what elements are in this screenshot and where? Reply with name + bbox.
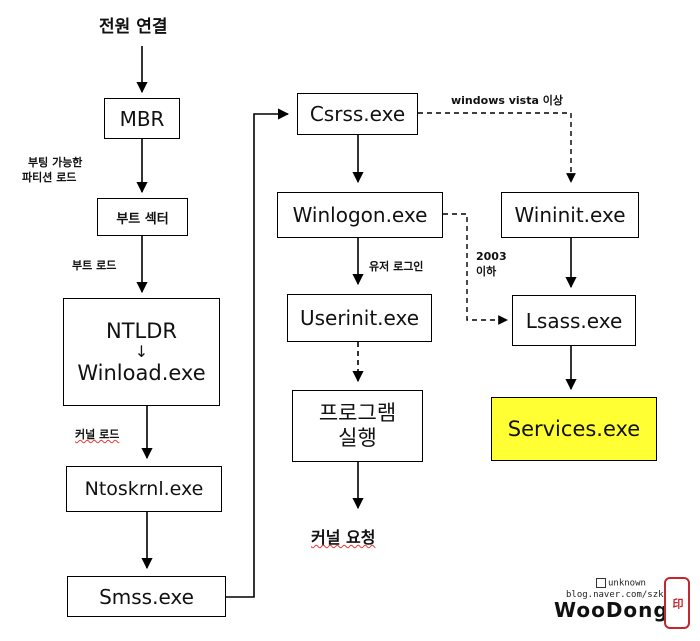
lsass-label: Lsass.exe bbox=[525, 308, 623, 333]
program-run-line2: 실행 bbox=[338, 426, 377, 450]
winload-label: Winload.exe bbox=[77, 361, 206, 386]
ntoskrnl-label: Ntoskrnl.exe bbox=[84, 478, 204, 500]
watermark-url: blog.naver.com/szk bbox=[566, 590, 664, 600]
csrss-label: Csrss.exe bbox=[309, 102, 406, 126]
vista-or-later-label: windows vista 이상 bbox=[451, 94, 563, 107]
arrow-winlogon-to-lsass bbox=[443, 213, 508, 325]
user-login-label: 유저 로그인 bbox=[369, 260, 424, 273]
watermark-stamp-icon: 印 bbox=[664, 577, 690, 629]
ntldr-label: NTLDR bbox=[106, 318, 177, 343]
boot-sector-label: 부트 섹터 bbox=[116, 211, 169, 227]
winlogon-box: Winlogon.exe bbox=[277, 192, 443, 238]
bootable-partition-line1: 부팅 가능한 bbox=[28, 156, 83, 169]
watermark-tag-icon bbox=[596, 578, 606, 588]
xp2003-line1: 2003 bbox=[476, 250, 507, 263]
mbr-box: MBR bbox=[104, 98, 180, 139]
power-on-title: 전원 연결 bbox=[99, 17, 168, 37]
kernel-request-text: 커널 요청 bbox=[311, 528, 376, 547]
boot-load-label: 부트 로드 bbox=[72, 259, 117, 272]
bootable-partition-label: 부팅 가능한 파티션 로드 bbox=[22, 156, 82, 186]
watermark-tag: unknown bbox=[596, 578, 646, 589]
winlogon-label: Winlogon.exe bbox=[292, 203, 428, 227]
boot-sector-box: 부트 섹터 bbox=[97, 198, 188, 236]
wininit-label: Wininit.exe bbox=[514, 203, 626, 227]
wininit-box: Wininit.exe bbox=[501, 192, 639, 238]
mbr-label: MBR bbox=[119, 106, 165, 131]
ntoskrnl-box: Ntoskrnl.exe bbox=[66, 466, 222, 512]
userinit-box: Userinit.exe bbox=[287, 294, 432, 342]
kernel-request-label: 커널 요청 bbox=[311, 524, 375, 548]
services-label: Services.exe bbox=[507, 417, 641, 441]
csrss-box: Csrss.exe bbox=[297, 93, 418, 135]
program-run-box: 프로그램 실행 bbox=[292, 390, 423, 462]
arrow-csrss-to-wininit bbox=[418, 112, 576, 183]
watermark-tag-text: unknown bbox=[608, 578, 646, 589]
smss-label: Smss.exe bbox=[99, 584, 194, 609]
ntldr-box: NTLDR ↓ Winload.exe bbox=[63, 298, 220, 406]
xp2003-line2: 이하 bbox=[476, 265, 497, 279]
bootable-partition-line2: 파티션 로드 bbox=[22, 170, 77, 184]
arrow-smss-to-csrss bbox=[226, 108, 290, 598]
lsass-box: Lsass.exe bbox=[512, 295, 636, 346]
services-box: Services.exe bbox=[491, 397, 657, 461]
ntldr-arrow-glyph: ↓ bbox=[134, 341, 149, 361]
kernel-load-label: 커널 로드 bbox=[75, 428, 120, 441]
smss-box: Smss.exe bbox=[67, 576, 226, 617]
program-run-line1: 프로그램 bbox=[318, 400, 397, 425]
watermark-brand: WooDong bbox=[554, 598, 669, 622]
userinit-label: Userinit.exe bbox=[299, 306, 420, 330]
xp2003-label: 2003 이하 bbox=[476, 249, 507, 280]
